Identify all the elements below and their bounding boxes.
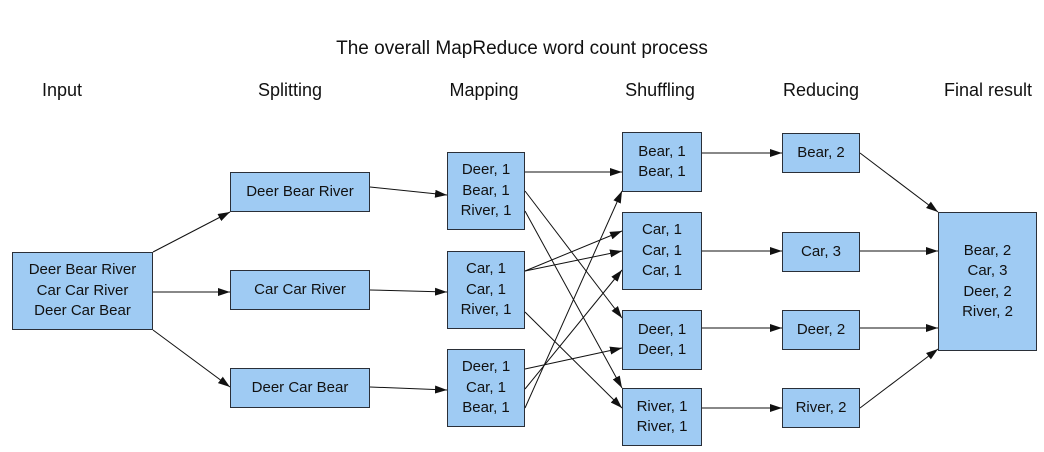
map-line: Car, 1 [465,378,507,396]
stage-label-reducing: Reducing [782,80,860,100]
connector-arrow [524,190,623,409]
map-line: Deer, 1 [461,161,511,179]
shuffle-box: Deer, 1 Deer, 1 [622,310,702,370]
map-box: Deer, 1 Car, 1 Bear, 1 [447,349,525,427]
connector-arrow [524,249,623,272]
shuffle-line: Car, 1 [641,241,683,259]
stage-label-final-result: Final result [943,80,1033,100]
shuffle-line: Car, 1 [641,221,683,239]
map-line: Car, 1 [465,260,507,278]
input-line: Deer Car Bear [34,302,131,320]
shuffle-line: River, 1 [636,397,688,415]
stage-label-mapping: Mapping [449,80,519,100]
map-box: Car, 1 Car, 1 River, 1 [447,251,525,329]
stage-label-splitting: Splitting [257,80,323,100]
reduce-line: Bear, 2 [797,143,845,161]
stage-label-shuffling: Shuffling [625,80,695,100]
connector-arrow [152,211,231,253]
map-line: Deer, 1 [461,358,511,376]
reduce-line: River, 2 [795,398,847,416]
connector-arrow [859,152,939,213]
map-line: River, 1 [460,301,512,319]
input-line: Car Car River [36,281,129,299]
final-result-box: Bear, 2 Car, 3 Deer, 2 River, 2 [938,212,1037,351]
final-line: Car, 3 [967,262,1008,279]
shuffle-line: River, 1 [636,418,688,435]
input-box: Deer Bear River Car Car River Deer Car B… [12,252,153,330]
split-line: Car Car River [254,280,346,298]
shuffle-box: River, 1 River, 1 [622,388,702,446]
connector-arrow [524,230,623,272]
shuffle-box: Bear, 1 Bear, 1 [622,132,702,192]
connector-arrow [859,348,939,409]
reduce-box: River, 2 [782,388,860,428]
stage-label-input: Input [41,80,83,100]
shuffle-line: Deer, 1 [637,341,687,358]
shuffle-line: Bear, 1 [638,142,686,160]
connector-arrow [369,287,448,296]
split-box: Deer Car Bear [230,368,370,408]
map-line: Car, 1 [465,280,507,298]
reduce-box: Deer, 2 [782,310,860,350]
connector-arrow [369,186,448,198]
split-line: Deer Bear River [246,182,354,200]
input-line: Deer Bear River [28,261,137,279]
final-line: River, 2 [962,303,1013,320]
split-box: Car Car River [230,270,370,310]
reduce-line: Car, 3 [800,242,842,260]
final-line: Deer, 2 [963,282,1012,300]
map-box: Deer, 1 Bear, 1 River, 1 [447,152,525,230]
split-box: Deer Bear River [230,172,370,212]
reduce-line: Deer, 2 [796,320,846,338]
shuffle-line: Deer, 1 [637,320,687,338]
diagram-title: The overall MapReduce word count process [336,38,708,59]
connector-arrow [524,311,623,409]
map-line: Bear, 1 [462,181,510,199]
map-line: Bear, 1 [462,399,510,417]
connector-arrow [152,329,231,388]
map-line: River, 1 [460,202,512,220]
final-line: Bear, 2 [963,241,1012,259]
connector-arrow [524,269,623,390]
connector-arrow [524,190,623,319]
shuffle-box: Car, 1 Car, 1 Car, 1 [622,212,702,290]
connector-arrow [369,385,448,394]
connector-arrow [524,346,623,370]
shuffle-line: Car, 1 [641,262,683,280]
reduce-box: Bear, 2 [782,133,860,173]
split-line: Deer Car Bear [251,378,349,396]
reduce-box: Car, 3 [782,232,860,272]
shuffle-line: Bear, 1 [638,163,686,180]
